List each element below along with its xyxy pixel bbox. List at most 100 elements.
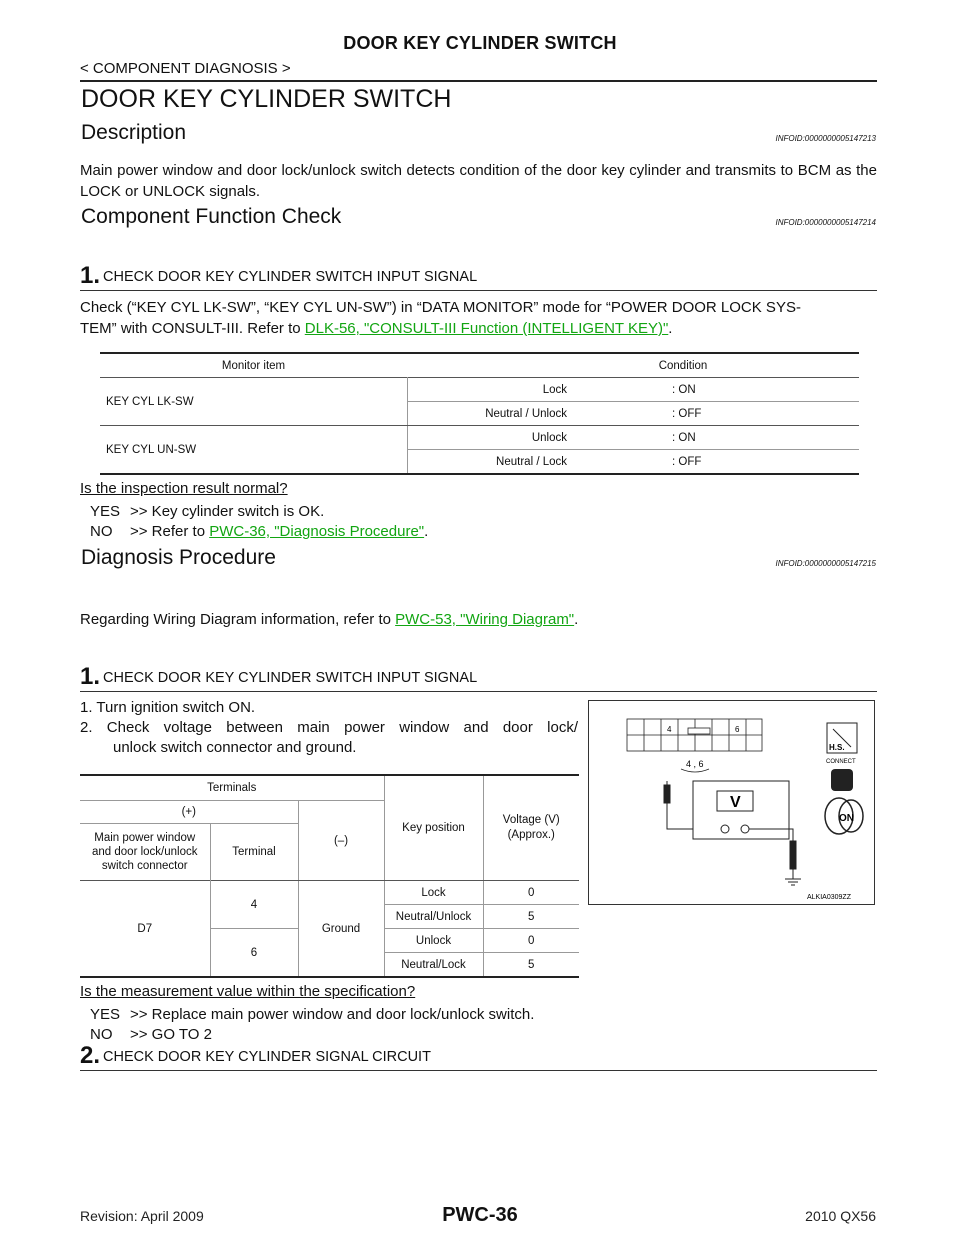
no-label: NO <box>90 1026 113 1043</box>
footer-model: 2010 QX56 <box>805 1208 876 1224</box>
pin-label: 4 <box>667 725 672 734</box>
connector-header: Main power window and door lock/unlock swi… <box>80 823 211 881</box>
step-divider <box>80 290 877 291</box>
pin-label: 6 <box>735 725 740 734</box>
table-cell-item: KEY CYL UN-SW <box>100 425 408 475</box>
connect-label: CONNECT <box>826 759 856 765</box>
hand-tool-icon <box>826 722 858 754</box>
key-position-header: Key position <box>384 775 484 881</box>
measurement-diagram: 4 6 4 , 6 V H.S. CONNECT <box>588 700 875 905</box>
key-position-cell: Unlock <box>384 928 484 953</box>
probe-ground-icon <box>749 828 801 886</box>
yes-label: YES <box>90 503 121 520</box>
page-title: DOOR KEY CYLINDER SWITCH <box>81 85 452 113</box>
voltage-table: Terminals Key position Voltage (V) (Appro… <box>80 774 579 978</box>
table-cell-value: : OFF <box>672 455 702 468</box>
table-cell-condition: Neutral / Unlock <box>485 407 567 420</box>
key-position-cell: Neutral/Lock <box>384 952 484 977</box>
connector-header-line: Main power window <box>94 832 196 844</box>
step-number: 1. <box>80 262 101 289</box>
footer-page-number: PWC-36 <box>442 1204 518 1226</box>
component-check-infoid: INFOID:0000000005147214 <box>775 218 876 227</box>
description-heading: Description <box>81 121 187 144</box>
probe-positive-icon <box>663 781 693 830</box>
description-text: Main power window and door lock/unlock s… <box>80 162 877 200</box>
no-label: NO <box>90 523 113 540</box>
diagram-drawing: 4 6 4 , 6 V H.S. CONNECT <box>626 718 864 901</box>
terminal-cell: 6 <box>210 928 299 978</box>
wiring-reference: Regarding Wiring Diagram information, re… <box>80 611 578 628</box>
table-cell-condition: Lock <box>542 383 567 396</box>
yes-text: >> Replace main power window and door lo… <box>130 1006 535 1023</box>
key-position-cell: Lock <box>384 880 484 905</box>
connector-face-icon <box>626 718 763 752</box>
yes-text: >> Key cylinder switch is OK. <box>130 503 325 520</box>
key-position-cell: Neutral/Unlock <box>384 904 484 929</box>
table-cell-condition: Unlock <box>531 431 567 444</box>
diag-yes-no-block: YES>> Replace main power window and door… <box>90 1005 534 1045</box>
table-cell-item: KEY CYL LK-SW <box>100 377 408 426</box>
step-title: CHECK DOOR KEY CYLINDER SIGNAL CIRCUIT <box>103 1049 431 1065</box>
step-1-heading: 1.CHECK DOOR KEY CYLINDER SWITCH INPUT S… <box>80 262 477 290</box>
meter-label: V <box>730 794 741 811</box>
terminals-header: Terminals <box>80 775 385 801</box>
footer-revision: Revision: April 2009 <box>80 1208 204 1224</box>
hs-label: H.S. <box>829 743 845 752</box>
step-number: 2. <box>80 1042 101 1069</box>
check-instruction: Check (“KEY CYL LK-SW”, “KEY CYL UN-SW”)… <box>80 297 877 339</box>
connector-cell: D7 <box>80 880 211 978</box>
diag-instructions: 1. Turn ignition switch ON. 2. Check vol… <box>80 698 578 758</box>
col-condition: Condition <box>658 359 708 372</box>
table-cell-condition: Neutral / Lock <box>496 455 567 468</box>
on-label: ON <box>839 813 854 824</box>
diagnosis-heading: Diagnosis Procedure <box>81 546 276 569</box>
pwc-53-link[interactable]: PWC-53, "Wiring Diagram" <box>395 611 575 628</box>
no-text: >> GO TO 2 <box>130 1026 212 1043</box>
dlk-56-link[interactable]: DLK-56, "CONSULT-III Function (INTELLIGE… <box>304 320 669 337</box>
check-text-refer: TEM” with CONSULT-III. Refer to <box>80 320 305 337</box>
check-text-line2: TEM” with CONSULT-III. Refer to DLK-56, … <box>80 318 877 339</box>
step-divider <box>80 1070 877 1071</box>
voltage-label: Voltage (V) <box>502 814 560 826</box>
breadcrumb: < COMPONENT DIAGNOSIS > <box>80 60 291 77</box>
check-text-line1: Check (“KEY CYL LK-SW”, “KEY CYL UN-SW”)… <box>80 299 801 316</box>
step-title: CHECK DOOR KEY CYLINDER SWITCH INPUT SIG… <box>103 269 478 285</box>
step-divider <box>80 691 877 692</box>
instruction-1: 1. Turn ignition switch ON. <box>80 699 256 716</box>
voltage-cell: 0 <box>528 934 535 947</box>
connect-icon <box>831 769 853 791</box>
period: . <box>668 320 673 337</box>
col-monitor-item: Monitor item <box>221 359 286 372</box>
minus-header: (–) <box>298 800 385 881</box>
connector-header-line: switch connector <box>101 860 188 872</box>
header-divider <box>80 80 877 82</box>
table-cell-value: : ON <box>672 383 696 396</box>
voltage-cell: 5 <box>528 958 535 971</box>
terminal-header: Terminal <box>210 823 299 881</box>
connector-header-line: and door lock/unlock <box>92 846 198 858</box>
pwc-36-link[interactable]: PWC-36, "Diagnosis Procedure" <box>209 523 425 540</box>
period: . <box>574 611 579 628</box>
description-infoid: INFOID:0000000005147213 <box>775 134 876 143</box>
voltmeter-icon <box>692 780 790 840</box>
diagnosis-infoid: INFOID:0000000005147215 <box>775 559 876 568</box>
step-title: CHECK DOOR KEY CYLINDER SWITCH INPUT SIG… <box>103 670 478 686</box>
voltage-cell: 5 <box>528 910 535 923</box>
wiring-text: Regarding Wiring Diagram information, re… <box>80 611 396 628</box>
step-number: 1. <box>80 663 101 690</box>
diag-step-1-heading: 1.CHECK DOOR KEY CYLINDER SWITCH INPUT S… <box>80 663 477 691</box>
measurement-question: Is the measurement value within the spec… <box>80 983 416 1000</box>
inspection-question: Is the inspection result normal? <box>80 480 288 497</box>
period: . <box>424 523 429 540</box>
ignition-key-icon <box>824 797 864 835</box>
ground-cell: Ground <box>298 880 385 978</box>
diag-step-2-heading: 2.CHECK DOOR KEY CYLINDER SIGNAL CIRCUIT <box>80 1042 431 1070</box>
table-cell-value: : OFF <box>672 407 702 420</box>
instruction-2-cont: unlock switch connector and ground. <box>113 739 357 756</box>
header-title: DOOR KEY CYLINDER SWITCH <box>343 33 617 53</box>
no-text: >> Refer to <box>130 523 210 540</box>
voltage-cell: 0 <box>528 886 535 899</box>
pins-label: 4 , 6 <box>686 759 704 769</box>
table-cell-value: : ON <box>672 431 696 444</box>
approx-label: (Approx.) <box>507 829 555 841</box>
